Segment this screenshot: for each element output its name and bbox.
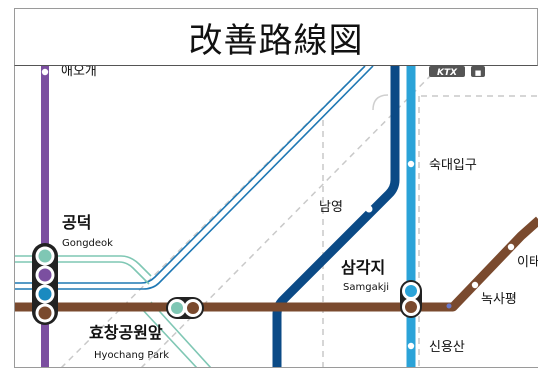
station-label-hyochang: 효창공원앞 bbox=[89, 323, 163, 342]
station-label-samgakji-en: Samgakji bbox=[343, 282, 389, 293]
line-4-navy bbox=[272, 66, 400, 367]
station-label-hyochang-en: Hyochang Park bbox=[94, 350, 169, 361]
station-label-gongdeok: 공덕 bbox=[62, 213, 91, 232]
station-dot-noksapyeong[interactable] bbox=[471, 281, 479, 289]
station-dot-itaewon[interactable] bbox=[507, 243, 515, 251]
line-blue-double bbox=[15, 66, 374, 290]
station-hyochang-transfer[interactable] bbox=[166, 297, 204, 319]
station-label-noksapyeong: 녹사평 bbox=[481, 292, 517, 307]
map-area: KTX ■ 애오개 공덕 Gongdeok 효창공원앞 Hyochang Par… bbox=[14, 66, 538, 368]
station-samgakji-transfer[interactable] bbox=[400, 280, 422, 318]
station-label-samgakji: 삼각지 bbox=[341, 258, 385, 277]
ktx-badge: KTX ■ bbox=[429, 66, 485, 78]
station-label-sookmyung: 숙대입구 bbox=[429, 158, 477, 173]
station-label-sinyongsan: 신용산 bbox=[429, 340, 465, 355]
title-box: 改善路線図 bbox=[14, 8, 538, 66]
line-gyeongui-outline bbox=[372, 94, 389, 111]
station-dot-sinyongsan[interactable] bbox=[407, 342, 415, 350]
dashed-line-diag-2 bbox=[140, 66, 442, 367]
map-title: 改善路線図 bbox=[188, 20, 364, 61]
ktx-badge-label: KTX bbox=[437, 68, 458, 78]
station-dot-namyeong[interactable] bbox=[365, 205, 373, 213]
extra-badge-label: ■ bbox=[475, 69, 482, 77]
station-label-namyeong: 남영 bbox=[319, 200, 343, 215]
station-gongdeok-transfer[interactable] bbox=[32, 243, 58, 325]
line-teal-double bbox=[15, 255, 212, 367]
route-map-svg: KTX ■ 애오개 공덕 Gongdeok 효창공원앞 Hyochang Par… bbox=[15, 66, 538, 367]
station-label-gongdeok-en: Gongdeok bbox=[62, 238, 113, 249]
station-dot-sookmyung[interactable] bbox=[407, 160, 415, 168]
line-6-brown bbox=[15, 216, 538, 312]
station-dot-aeogae[interactable] bbox=[41, 68, 49, 76]
station-dot-small-brown bbox=[446, 303, 452, 309]
station-label-itaewon-partial: 이태 bbox=[517, 255, 538, 270]
station-label-aeogae: 애오개 bbox=[61, 66, 97, 79]
